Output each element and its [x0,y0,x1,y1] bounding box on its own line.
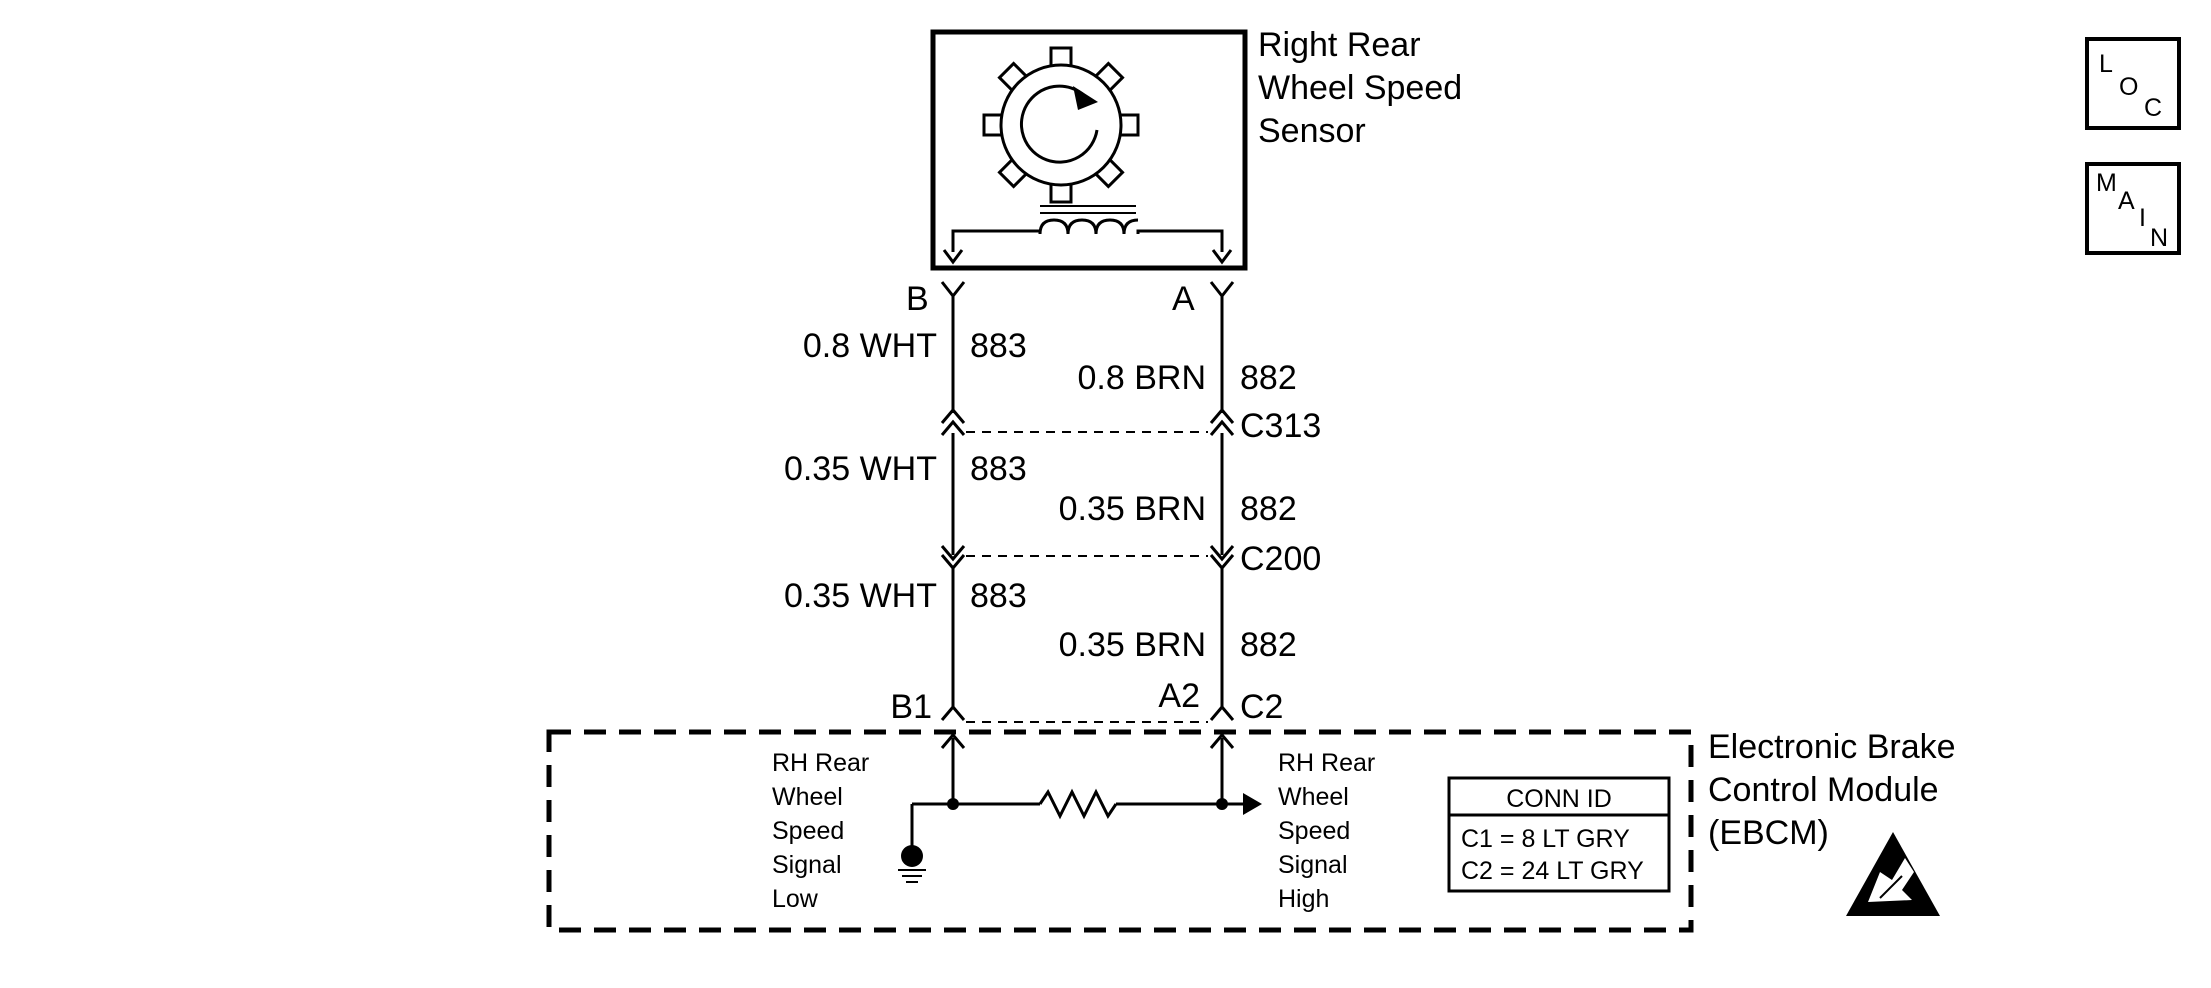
seg3-left-gauge: 0.35 WHT [784,577,937,615]
seg3-right-gauge: 0.35 BRN [1059,626,1206,664]
conn-id-row-2: C2 = 24 LT GRY [1461,857,1644,885]
seg1-left-gauge: 0.8 WHT [803,327,937,365]
connector-c2: B1 A2 C2 [890,677,1283,749]
connector-c200-label: C200 [1240,540,1321,578]
high-signal-line-4: Signal [1278,851,1348,879]
sensor-title-line-2: Wheel Speed [1258,69,1462,107]
pin-a2-label: A2 [1158,677,1200,715]
connector-c313: C313 [940,407,1321,445]
connector-c200: C200 [940,540,1321,578]
connector-c2-label: C2 [1240,688,1283,726]
connector-c313-label: C313 [1240,407,1321,445]
main-letter-i: I [2139,204,2146,232]
low-signal-line-2: Wheel [772,783,843,811]
seg1-right-circuit: 882 [1240,359,1297,397]
gear-icon [982,46,1140,204]
sensor-title-line-3: Sensor [1258,112,1366,150]
low-signal-line-3: Speed [772,817,844,845]
conn-id-table: CONN ID C1 = 8 LT GRY C2 = 24 LT GRY [1447,776,1671,893]
seg2-left-gauge: 0.35 WHT [784,450,937,488]
main-letter-m: M [2096,169,2117,197]
ebcm-boundary [546,729,1694,933]
loc-letter-o: O [2119,73,2138,101]
high-signal-line-1: RH Rear [1278,749,1375,777]
terminal-a-label: A [1172,280,1195,318]
low-signal-line-1: RH Rear [772,749,869,777]
low-signal-line-4: Signal [772,851,842,879]
main-letter-n: N [2150,224,2168,252]
seg2-right-gauge: 0.35 BRN [1059,490,1206,528]
seg2-right-circuit: 882 [1240,490,1297,528]
terminal-b-label: B [906,280,929,318]
conn-id-row-1: C1 = 8 LT GRY [1461,825,1630,853]
rotation-arrow-icon [1020,84,1099,164]
sensor-box [930,29,1248,271]
coil-icon [942,205,1233,265]
conn-id-header: CONN ID [1506,785,1612,813]
high-signal-line-2: Wheel [1278,783,1349,811]
ebcm-title-line-2: Control Module [1708,771,1939,809]
loc-letter-c: C [2144,94,2162,122]
seg3-left-circuit: 883 [970,577,1027,615]
pin-b1-label: B1 [890,688,932,726]
high-signal-line-5: High [1278,885,1329,913]
wheel-speed-sensor: Right Rear Wheel Speed Sensor [930,26,1462,271]
low-signal-line-5: Low [772,885,819,913]
high-signal-line-3: Speed [1278,817,1350,845]
internal-circuit [912,788,1262,820]
sensor-terminals: B A [906,280,1235,318]
main-letter-a: A [2118,187,2135,215]
ebcm-title-line-1: Electronic Brake [1708,728,1956,766]
ground-icon [898,804,926,883]
loc-letter-l: L [2099,50,2113,78]
esd-warning-icon [1846,832,1940,916]
seg3-right-circuit: 882 [1240,626,1297,664]
seg1-left-circuit: 883 [970,327,1027,365]
ebcm-title-line-3: (EBCM) [1708,814,1829,852]
ebcm-module: RH Rear Wheel Speed Signal Low RH Rear W… [546,728,1956,933]
sensor-title-line-1: Right Rear [1258,26,1421,64]
main-button[interactable]: M A I N [2085,162,2181,255]
seg1-right-gauge: 0.8 BRN [1078,359,1207,397]
loc-button[interactable]: L O C [2085,37,2181,130]
seg2-left-circuit: 883 [970,450,1027,488]
